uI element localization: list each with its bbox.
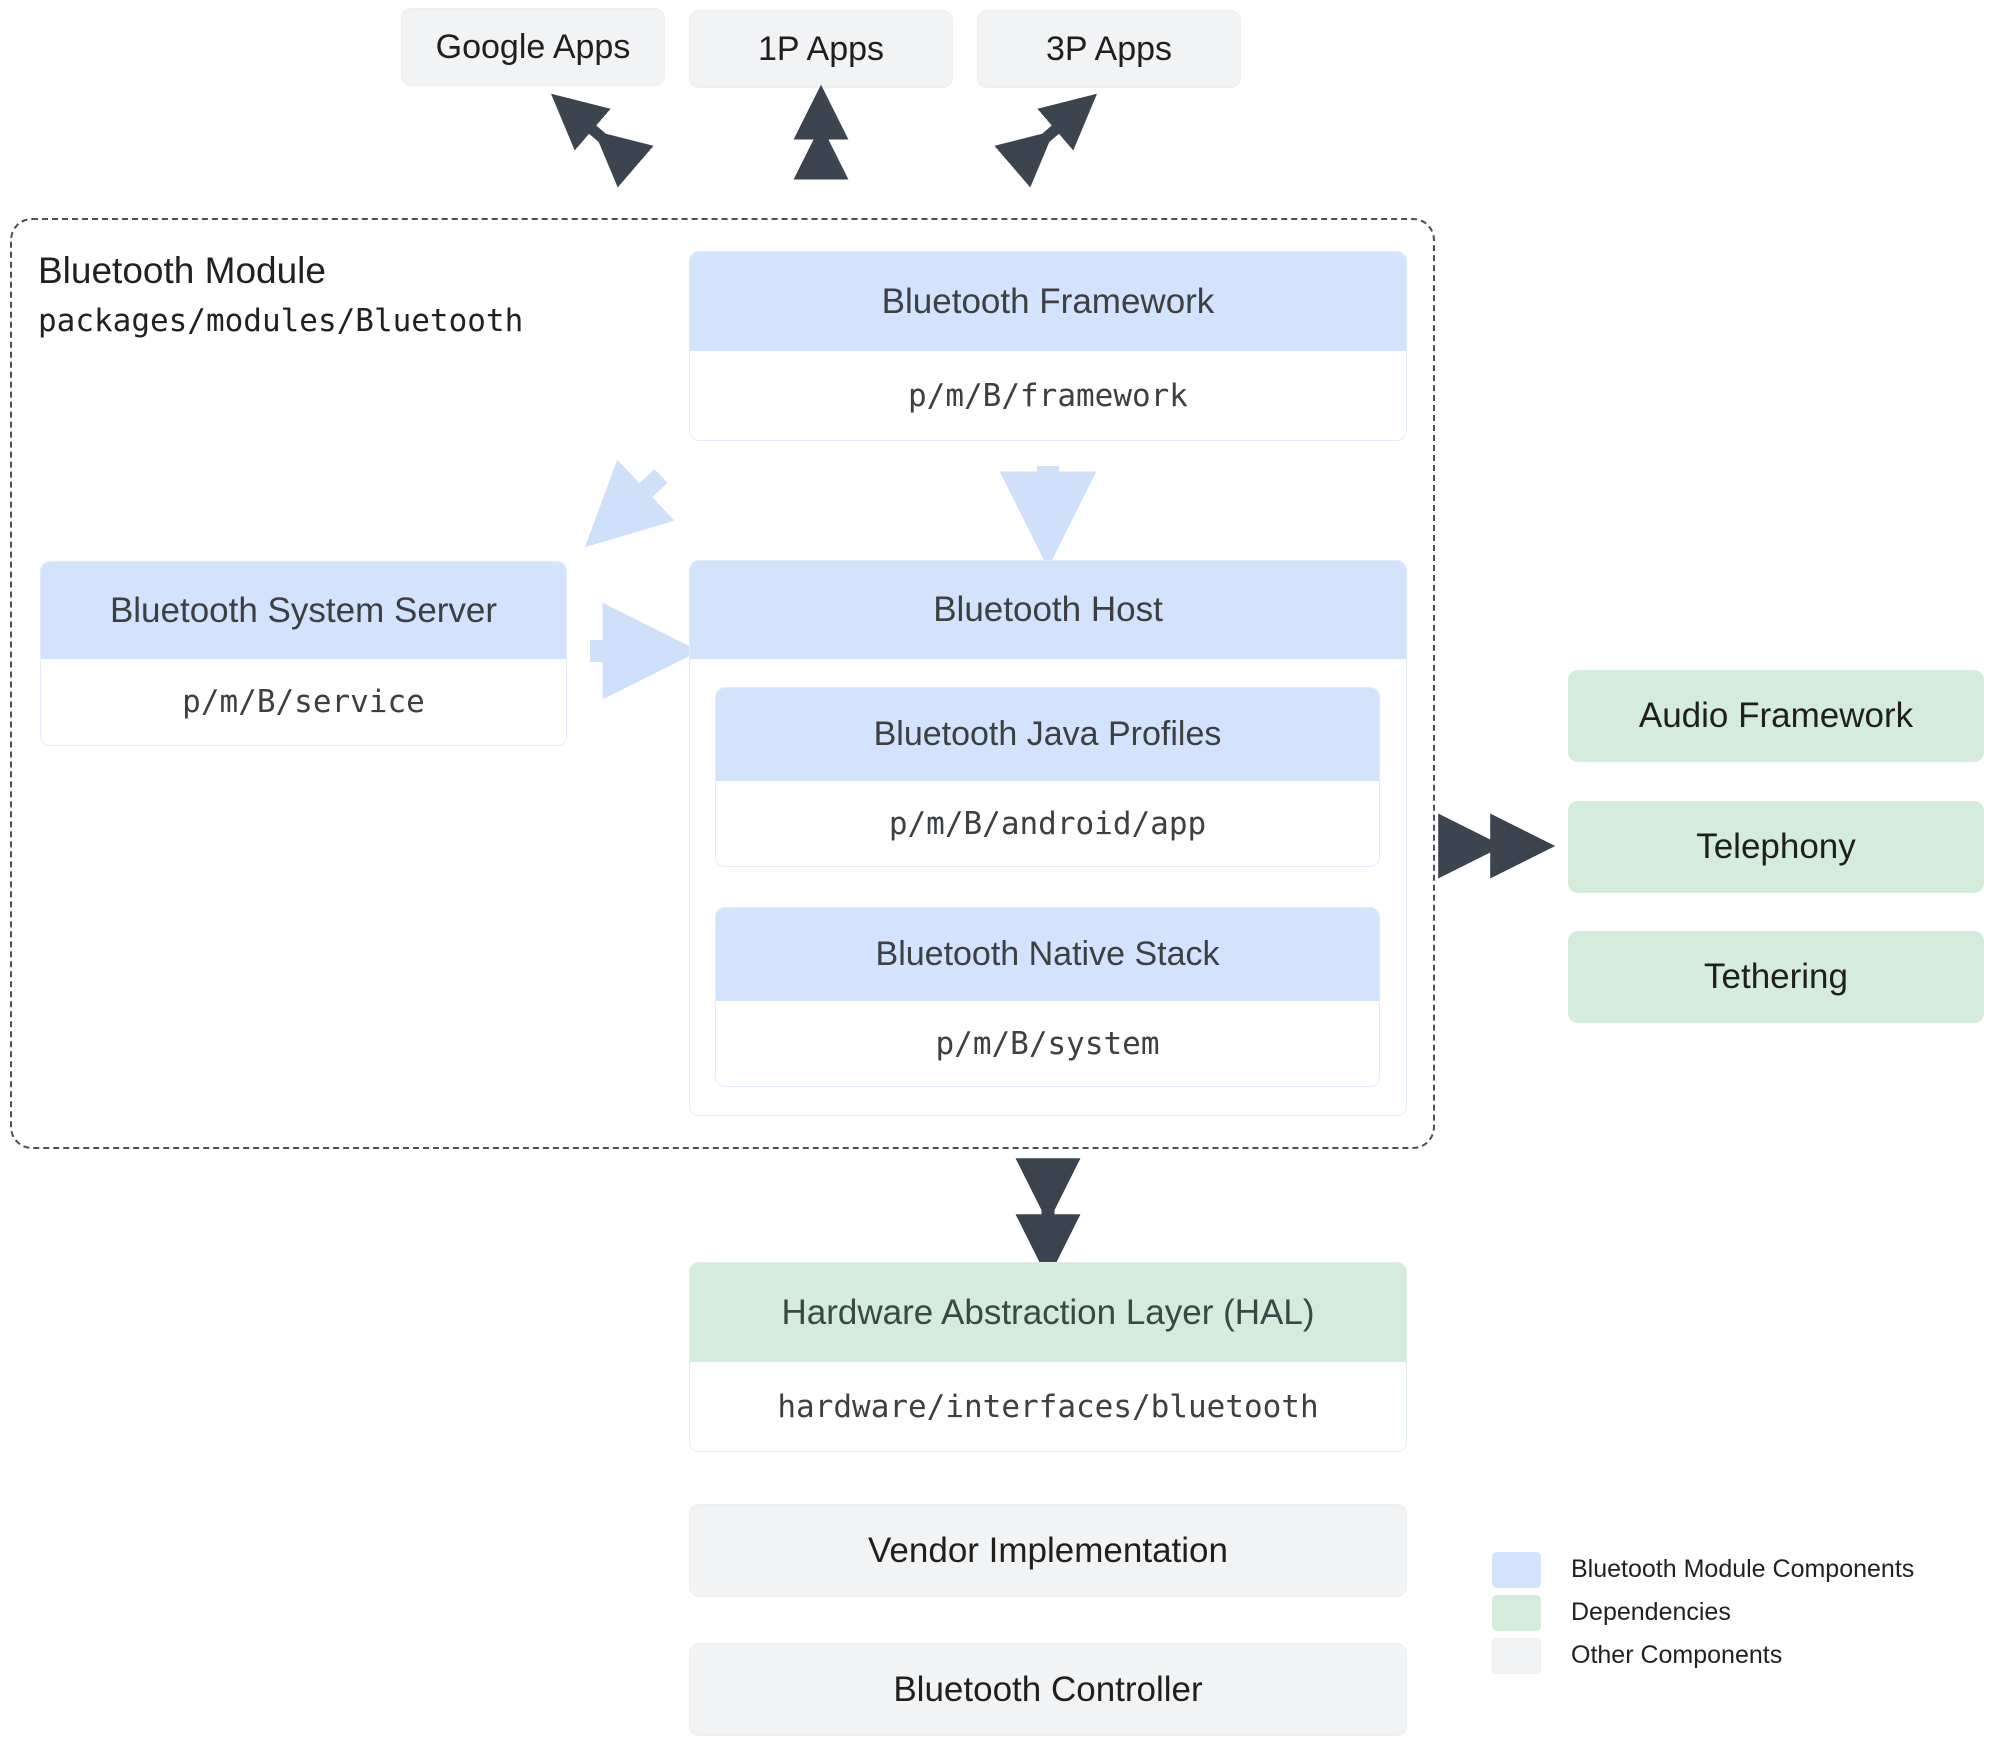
arrow-framework-to-host bbox=[999, 466, 1097, 569]
bluetooth-controller-label: Bluetooth Controller bbox=[893, 1669, 1203, 1709]
dependency-label: Audio Framework bbox=[1638, 696, 1914, 735]
legend: Bluetooth Module Components Dependencies… bbox=[1492, 1548, 1914, 1677]
bluetooth-system-server-card: Bluetooth System Server p/m/B/service bbox=[40, 561, 567, 746]
arrow-module-to-hal bbox=[1015, 1158, 1081, 1280]
vendor-implementation-box: Vendor Implementation bbox=[689, 1504, 1407, 1597]
hal-card: Hardware Abstraction Layer (HAL) hardwar… bbox=[689, 1262, 1407, 1452]
arrow-3p-apps-to-module bbox=[994, 93, 1098, 188]
bluetooth-java-profiles-path: p/m/B/android/app bbox=[716, 781, 1379, 866]
dependency-label: Tethering bbox=[1704, 957, 1848, 996]
app-box-1p-apps: 1P Apps bbox=[689, 10, 953, 88]
app-box-3p-apps: 3P Apps bbox=[977, 10, 1241, 88]
legend-item: Other Components bbox=[1492, 1634, 1914, 1677]
legend-label: Dependencies bbox=[1571, 1598, 1731, 1626]
legend-swatch-module-components bbox=[1492, 1551, 1541, 1588]
legend-swatch-dependencies bbox=[1492, 1594, 1541, 1631]
bluetooth-native-stack-title: Bluetooth Native Stack bbox=[716, 908, 1379, 1001]
bluetooth-java-profiles-card: Bluetooth Java Profiles p/m/B/android/ap… bbox=[715, 687, 1380, 867]
arrow-google-apps-to-module bbox=[550, 93, 654, 188]
dependency-box-audio-framework: Audio Framework bbox=[1568, 670, 1984, 762]
arrow-system-server-to-host bbox=[590, 602, 700, 700]
app-box-google-apps: Google Apps bbox=[401, 8, 665, 86]
bluetooth-system-server-title: Bluetooth System Server bbox=[41, 562, 566, 659]
bluetooth-controller-box: Bluetooth Controller bbox=[689, 1643, 1407, 1736]
app-box-label: Google Apps bbox=[435, 27, 631, 66]
bluetooth-java-profiles-title: Bluetooth Java Profiles bbox=[716, 688, 1379, 781]
arrow-1p-apps-to-module bbox=[793, 84, 849, 180]
legend-label: Other Components bbox=[1571, 1641, 1783, 1669]
bluetooth-module-container bbox=[10, 218, 1435, 1149]
module-title: Bluetooth Module bbox=[38, 250, 326, 291]
app-box-label: 3P Apps bbox=[1045, 29, 1173, 68]
bluetooth-framework-card: Bluetooth Framework p/m/B/framework bbox=[689, 251, 1407, 441]
hal-title: Hardware Abstraction Layer (HAL) bbox=[690, 1263, 1406, 1362]
hal-path: hardware/interfaces/bluetooth bbox=[690, 1362, 1406, 1451]
bluetooth-native-stack-card: Bluetooth Native Stack p/m/B/system bbox=[715, 907, 1380, 1087]
dependency-label: Telephony bbox=[1696, 827, 1856, 866]
bluetooth-framework-title: Bluetooth Framework bbox=[690, 252, 1406, 351]
legend-item: Dependencies bbox=[1492, 1591, 1914, 1634]
vendor-implementation-label: Vendor Implementation bbox=[868, 1530, 1228, 1570]
bluetooth-host-title: Bluetooth Host bbox=[690, 561, 1406, 659]
arrow-module-to-dependencies bbox=[1438, 813, 1556, 879]
module-path: packages/modules/Bluetooth bbox=[38, 303, 524, 339]
dependency-box-telephony: Telephony bbox=[1568, 801, 1984, 893]
legend-label: Bluetooth Module Components bbox=[1571, 1555, 1915, 1583]
bluetooth-framework-path: p/m/B/framework bbox=[690, 351, 1406, 440]
bluetooth-native-stack-path: p/m/B/system bbox=[716, 1001, 1379, 1086]
dependency-box-tethering: Tethering bbox=[1568, 931, 1984, 1023]
legend-swatch-other-components bbox=[1492, 1637, 1541, 1674]
bluetooth-system-server-path: p/m/B/service bbox=[41, 659, 566, 745]
legend-item: Bluetooth Module Components bbox=[1492, 1548, 1914, 1591]
arrow-framework-to-system-server bbox=[584, 459, 675, 548]
app-box-label: 1P Apps bbox=[757, 29, 885, 68]
